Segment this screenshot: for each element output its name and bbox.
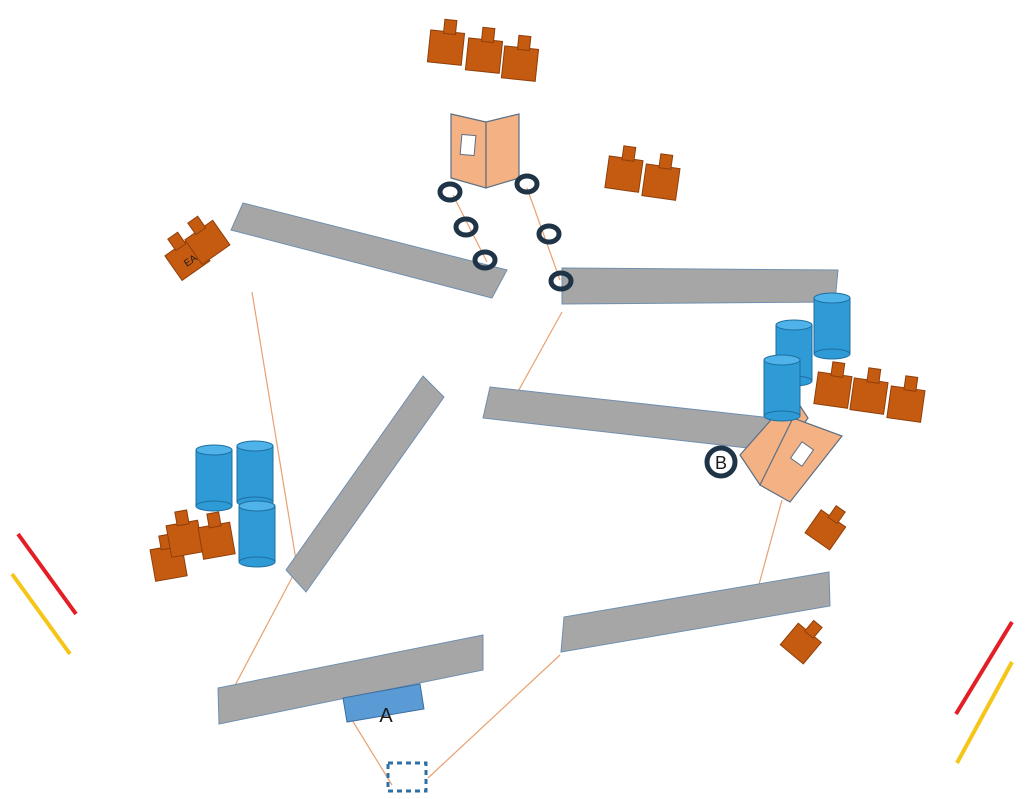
barrel	[195, 444, 233, 512]
crate	[849, 377, 889, 415]
crate	[604, 155, 644, 193]
crate-top	[827, 505, 846, 525]
boundary-right	[954, 620, 1014, 764]
barrel	[238, 500, 276, 568]
dotted-target-box	[386, 761, 428, 793]
route-line	[351, 719, 393, 786]
walls	[217, 202, 839, 725]
door-panel-right	[485, 113, 520, 189]
marker-b-ring	[704, 445, 738, 479]
crates-upper-right	[604, 145, 681, 201]
crate-top	[866, 367, 882, 384]
crate	[426, 29, 466, 66]
boundary-line-red	[16, 532, 78, 616]
tire	[453, 216, 479, 238]
crate-top	[480, 26, 496, 44]
tire	[548, 270, 574, 292]
route-lines	[221, 187, 783, 786]
tire	[472, 249, 498, 271]
crates-left	[149, 509, 236, 582]
boundary-left	[10, 532, 78, 656]
tire	[536, 223, 562, 245]
crates-top	[426, 18, 540, 82]
door-window	[789, 441, 815, 467]
crate-top	[830, 361, 846, 378]
boundary-line-yellow	[955, 661, 1014, 764]
boundary-line-red	[954, 620, 1014, 716]
crate-single-right-1	[804, 505, 847, 551]
crate	[813, 371, 853, 409]
crates-ea: EA	[164, 215, 231, 282]
route-line	[526, 187, 561, 281]
crate-top	[658, 153, 674, 170]
marker-b: B	[704, 445, 738, 479]
crate	[641, 163, 681, 201]
marker-a-label: A	[379, 705, 393, 727]
wall-bottom-right	[560, 571, 831, 653]
crate-top	[621, 145, 637, 162]
barrel	[236, 440, 274, 508]
crate-top	[516, 34, 532, 52]
crate-top	[187, 215, 207, 236]
door-bunker-top	[450, 113, 520, 189]
barrel	[813, 292, 851, 360]
start-pad	[342, 683, 425, 723]
crate	[500, 45, 540, 82]
crate	[464, 37, 504, 74]
wall-diagonal-left	[285, 375, 445, 593]
boundary-line-yellow	[10, 572, 72, 656]
crate	[197, 521, 236, 560]
wall-top-left	[230, 202, 508, 299]
crate-top	[903, 375, 919, 392]
route-line	[427, 654, 561, 779]
marker-b-label: B	[715, 453, 727, 473]
crate	[886, 385, 926, 423]
start-pad-a: A	[342, 683, 425, 727]
tire	[514, 173, 540, 195]
barrel	[763, 354, 801, 422]
wall-middle	[482, 386, 773, 451]
crate-top	[442, 18, 458, 36]
route-line	[251, 291, 297, 561]
crate-top	[167, 231, 187, 252]
wall-top-right	[561, 267, 839, 305]
crate	[165, 519, 204, 558]
crate-top	[174, 509, 190, 527]
crate-top	[803, 619, 823, 639]
door-window	[459, 133, 477, 157]
tire	[437, 181, 463, 203]
barrels-right	[763, 292, 851, 422]
barrels-left	[195, 440, 276, 568]
wall-bottom-left	[217, 634, 484, 725]
tires	[437, 173, 574, 292]
crates-right	[813, 361, 926, 423]
crate-single-right-2	[779, 619, 823, 665]
crate-top	[206, 511, 222, 529]
